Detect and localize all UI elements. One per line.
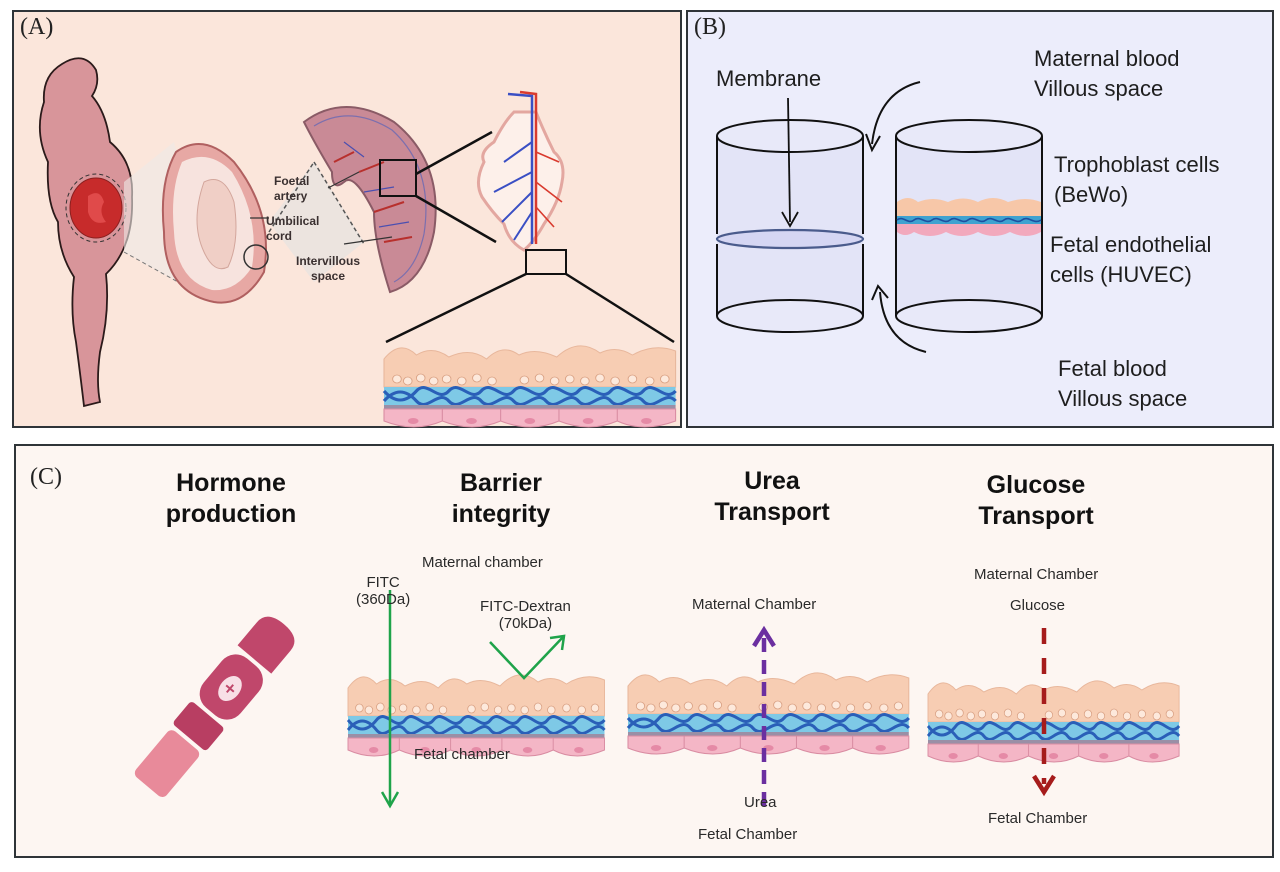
villus-figure [477, 90, 567, 275]
membrane-disc [715, 228, 865, 250]
label-line: (360Da) [356, 591, 411, 608]
label-line: Fetal blood [1058, 356, 1167, 381]
maternal-arrow [871, 81, 921, 145]
placenta-figure [302, 106, 437, 294]
label-line: space [310, 269, 346, 283]
glucose-tissue [926, 679, 1181, 764]
label-maternal-chamber-urea: Maternal Chamber [692, 596, 817, 613]
label-trophoblast: Trophoblast cells (BeWo) [1054, 150, 1219, 210]
label-foetal-artery: Foetal artery [274, 174, 309, 204]
label-line: Villous space [1058, 386, 1188, 411]
label-intervillous-space: Intervillous space [296, 254, 360, 284]
title-line: integrity [451, 500, 551, 528]
label-fetal-chamber-urea: Fetal Chamber [698, 826, 798, 843]
transwell-empty [715, 97, 865, 333]
label-maternal-chamber-barrier: Maternal chamber [422, 554, 543, 571]
label-maternal-chamber-glucose: Maternal Chamber [974, 566, 1099, 583]
label-line: Foetal [274, 174, 310, 188]
panel-b: (B) Membrane [686, 10, 1274, 428]
panel-c-label: (C) [30, 464, 62, 490]
title-line: Transport [714, 498, 830, 526]
fitc-arrow [380, 590, 400, 809]
label-line: cord [266, 229, 293, 243]
title-barrier-integrity: Barrier integrity [416, 468, 586, 530]
urea-arrow [752, 625, 776, 806]
pregnant-woman-figure [38, 57, 133, 408]
label-fetal-chamber-barrier: Fetal chamber [414, 746, 510, 763]
label-maternal-blood: Maternal blood Villous space [1034, 44, 1180, 104]
label-fitc: FITC (360Da) [356, 574, 410, 608]
label-line: Fetal endothelial [1050, 232, 1212, 257]
title-line: production [165, 500, 297, 528]
label-fetal-blood: Fetal blood Villous space [1058, 354, 1187, 414]
panel-a: (A) [12, 10, 682, 429]
panel-b-label: (B) [694, 14, 726, 40]
pregnancy-test-icon [134, 616, 295, 798]
title-hormone-production: Hormone production [136, 468, 326, 530]
label-line: Villous space [1034, 76, 1164, 101]
placental-barrier-tissue [382, 344, 678, 429]
uterus-fetus-figure [161, 143, 269, 304]
label-umbilical-cord: Umbilical cord [266, 214, 319, 244]
label-line: (BeWo) [1054, 182, 1129, 207]
label-line: Maternal blood [1034, 46, 1180, 71]
label-fetal-chamber-glucose: Fetal Chamber [988, 810, 1088, 827]
label-line: Umbilical [266, 214, 320, 228]
label-fitc-dextran: FITC-Dextran (70kDa) [480, 598, 571, 632]
title-line: Urea [744, 467, 800, 495]
fitc-dextran-arrow [489, 634, 566, 680]
label-endothelial: Fetal endothelial cells (HUVEC) [1050, 230, 1211, 290]
glucose-arrow [1032, 628, 1056, 797]
barrier-tissue [346, 673, 606, 758]
panel-c-illustration [134, 590, 1181, 809]
panel-c: (C) Hormone production Barrier integrity… [14, 444, 1274, 858]
title-line: Barrier [460, 469, 542, 497]
panel-b-illustration [715, 81, 1043, 353]
title-urea-transport: Urea Transport [682, 466, 862, 528]
urea-tissue [626, 671, 911, 756]
label-line: Intervillous [296, 254, 361, 268]
label-line: cells (HUVEC) [1050, 262, 1192, 287]
label-line: FITC-Dextran [480, 598, 571, 615]
title-line: Hormone [176, 469, 286, 497]
title-glucose-transport: Glucose Transport [946, 470, 1126, 532]
panel-a-label: (A) [20, 14, 54, 40]
label-urea: Urea [744, 794, 777, 811]
title-line: Glucose [986, 471, 1086, 499]
label-membrane: Membrane [716, 66, 822, 91]
fetal-arrow [879, 291, 927, 353]
cell-layer [896, 198, 1042, 236]
panel-a-illustration [38, 57, 678, 429]
label-line: artery [274, 189, 308, 203]
title-line: Transport [978, 502, 1094, 530]
label-line: (70kDa) [498, 615, 553, 632]
label-line: FITC [366, 574, 400, 591]
label-line: Trophoblast cells [1054, 152, 1220, 177]
label-glucose: Glucose [1010, 597, 1066, 614]
